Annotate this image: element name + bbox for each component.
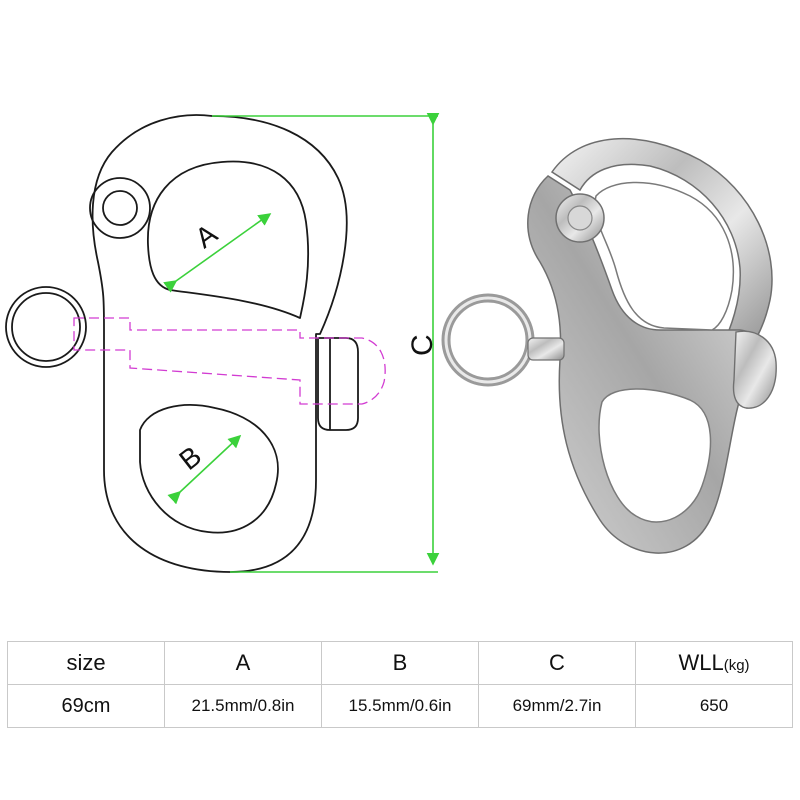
eye-opening-b [139,404,279,534]
header-b: B [321,641,479,685]
header-wll: WLL [678,650,724,675]
dimension-a-line [163,213,272,293]
jaw-opening-a [147,160,310,319]
swivel-eye-outer [89,177,151,239]
header-wll-cell: WLL(kg) [635,641,793,685]
dimension-lines [163,112,440,573]
header-c: C [478,641,636,685]
spec-table-header-row: size A B C WLL(kg) [7,641,793,685]
cell-b: 15.5mm/0.6in [321,684,479,728]
spring-pin-hidden-line [73,317,386,405]
swivel-eye-inner [102,190,138,226]
dimension-c-label: C [406,334,439,356]
spec-table-row: 69cm 21.5mm/0.8in 15.5mm/0.6in 69mm/2.7i… [7,684,793,728]
spec-table: size A B C WLL(kg) 69cm 21.5mm/0.8in 15.… [7,641,793,728]
dimension-b-line [167,434,242,505]
header-wll-unit: (kg) [723,657,750,674]
pull-ring-drawing [5,286,87,368]
header-a: A [164,641,322,685]
header-size: size [7,641,165,685]
snap-shackle-photo [441,137,777,554]
cell-a: 21.5mm/0.8in [164,684,322,728]
shackle-body-outline [91,114,348,573]
snap-shackle-diagram: A B C [5,112,777,573]
latch-block [317,337,359,431]
cell-wll: 650 [635,684,793,728]
cell-size: 69cm [7,684,165,728]
cell-c: 69mm/2.7in [478,684,636,728]
dimension-a-label: A [189,218,223,254]
shackle-outline-drawing [89,114,359,573]
